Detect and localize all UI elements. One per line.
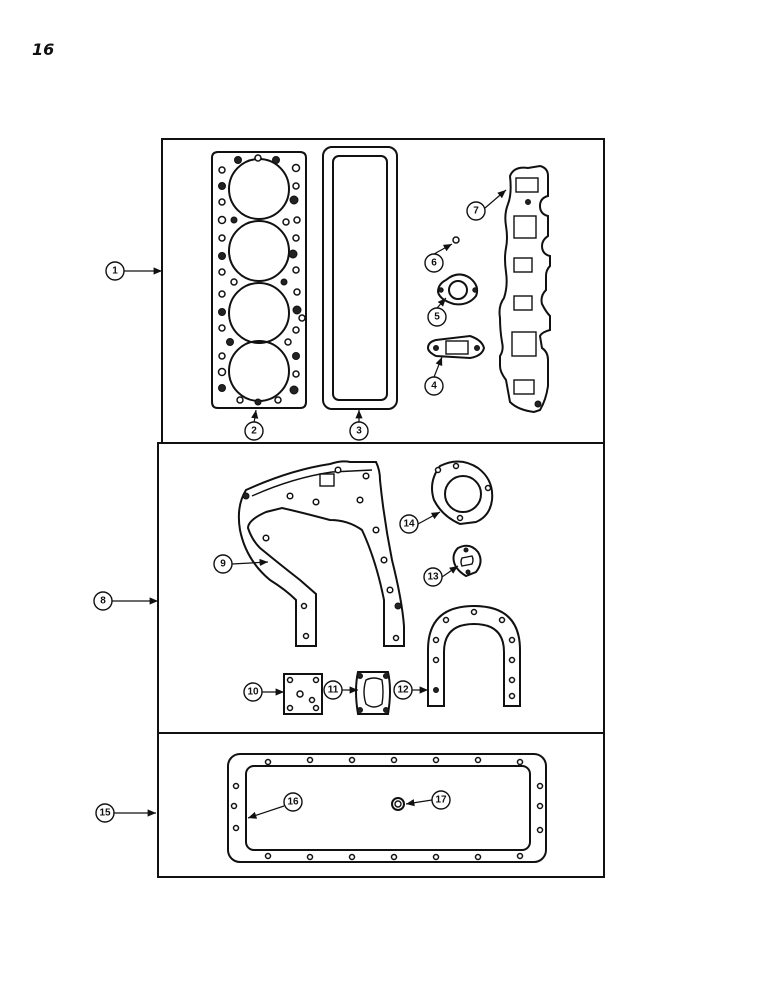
callout-4: 4 <box>424 376 444 396</box>
callout-3: 3 <box>349 421 369 441</box>
svg-text:2: 2 <box>251 426 257 437</box>
svg-text:17: 17 <box>435 795 447 806</box>
svg-text:11: 11 <box>328 685 339 696</box>
seal-ring-6 <box>452 236 460 244</box>
callout-9: 9 <box>213 554 233 574</box>
callout-10: 10 <box>243 682 263 702</box>
manifold-gasket <box>498 164 551 414</box>
callout-15: 15 <box>95 803 115 823</box>
valve-cover-gasket <box>322 146 398 410</box>
drain-plug-gasket <box>391 797 405 811</box>
svg-text:5: 5 <box>434 312 440 323</box>
callout-11: 11 <box>323 680 343 700</box>
callout-14: 14 <box>399 514 419 534</box>
svg-text:14: 14 <box>403 519 415 530</box>
cover-plate-gasket <box>283 673 323 715</box>
callout-6: 6 <box>424 253 444 273</box>
callout-8: 8 <box>93 591 113 611</box>
callout-7: 7 <box>466 201 486 221</box>
panel-bottom <box>157 732 605 878</box>
fuel-pump-gasket <box>452 544 482 578</box>
cylinder-head-gasket <box>211 151 307 409</box>
callout-5: 5 <box>427 307 447 327</box>
svg-text:3: 3 <box>356 426 362 437</box>
timing-cover-gasket <box>237 460 405 647</box>
callout-2: 2 <box>244 421 264 441</box>
callout-16: 16 <box>283 792 303 812</box>
svg-text:15: 15 <box>99 808 111 819</box>
svg-text:4: 4 <box>431 381 437 392</box>
callout-1: 1 <box>105 261 125 281</box>
outlet-gasket-4 <box>426 334 486 360</box>
svg-text:16: 16 <box>287 797 299 808</box>
svg-text:12: 12 <box>397 685 409 696</box>
callout-13: 13 <box>423 567 443 587</box>
svg-text:6: 6 <box>431 258 437 269</box>
svg-text:13: 13 <box>427 572 439 583</box>
callout-17: 17 <box>431 790 451 810</box>
svg-text:9: 9 <box>220 559 226 570</box>
svg-text:8: 8 <box>100 596 106 607</box>
svg-text:1: 1 <box>112 266 118 277</box>
rear-main-seal-gasket <box>427 604 521 707</box>
thermostat-gasket-5 <box>436 273 479 306</box>
svg-text:10: 10 <box>247 687 259 698</box>
callout-12: 12 <box>393 680 413 700</box>
oil-pan-gasket <box>227 753 547 863</box>
water-pump-gasket <box>431 460 494 526</box>
svg-text:7: 7 <box>473 206 479 217</box>
page-number: 16 <box>32 40 55 59</box>
oil-filter-adapter-gasket <box>355 671 391 715</box>
